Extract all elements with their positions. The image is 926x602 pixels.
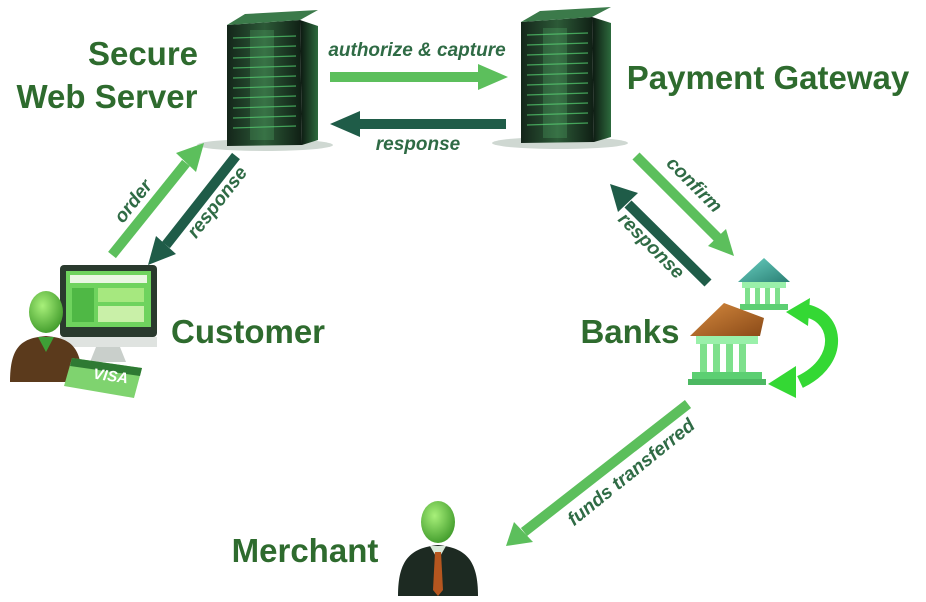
visa-card-brand: VISA [92, 366, 129, 388]
web-server-label-line2: Web Server [17, 78, 198, 115]
visa-card-icon: VISA [64, 358, 142, 398]
gateway-response-arrow [330, 111, 506, 137]
customer-person-icon [10, 291, 82, 382]
banks-label: Banks [580, 313, 679, 350]
authorize-capture-label: authorize & capture [328, 40, 506, 61]
customer-monitor-icon [60, 265, 157, 362]
merchant-label: Merchant [232, 532, 379, 569]
gateway-server-icon [492, 7, 628, 149]
customer-label: Customer [171, 313, 325, 350]
bank-cycle-arrow-icon [768, 298, 838, 398]
bank-response-arrow [610, 184, 712, 287]
funds-transferred-arrow [506, 400, 692, 546]
gateway-label: Payment Gateway [627, 59, 910, 96]
server-response-arrow [148, 152, 240, 265]
authorize-capture-arrow [330, 64, 508, 90]
web-server-icon [197, 10, 333, 151]
bank-building-icon [688, 303, 766, 385]
gateway-response-label: response [376, 134, 461, 155]
bank-building-icon-small [738, 258, 790, 310]
confirm-arrow [632, 152, 734, 256]
web-server-label-line1: Secure [88, 35, 198, 72]
order-arrow [108, 143, 204, 259]
funds-transferred-label: funds transferred [564, 415, 700, 531]
merchant-person-icon [398, 501, 478, 596]
